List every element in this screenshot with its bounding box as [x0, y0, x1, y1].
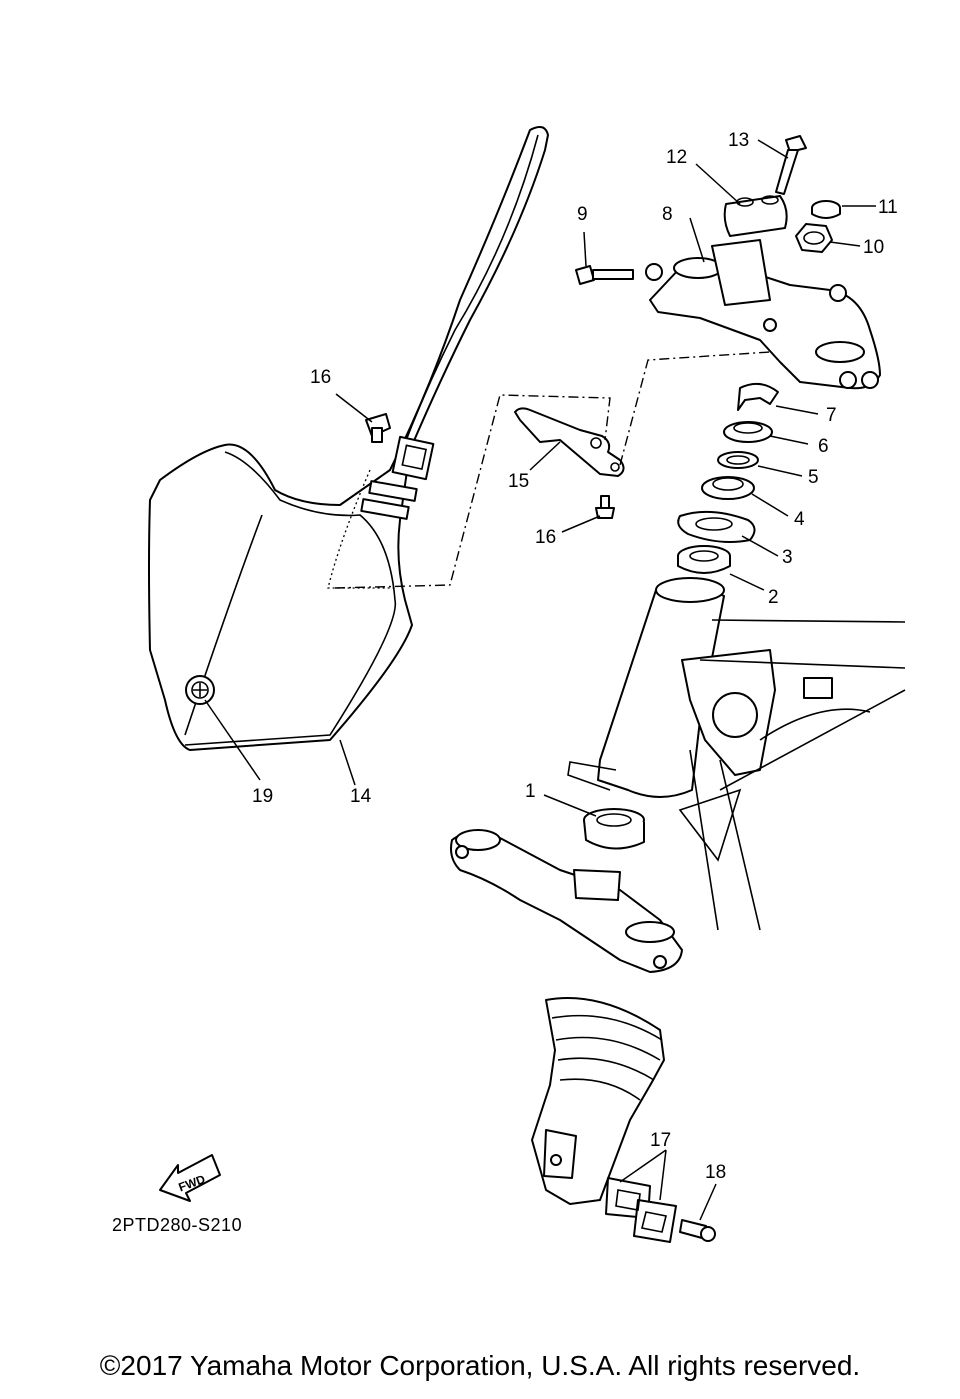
cover-part-3	[677, 510, 756, 543]
callout-15: 15	[508, 471, 529, 492]
callout-18: 18	[705, 1162, 726, 1183]
fork-leg	[531, 997, 665, 1205]
lower-bracket	[450, 829, 683, 973]
callout-2: 2	[768, 587, 779, 608]
hose-clamp-part-17	[605, 1177, 677, 1243]
nut-part-10	[795, 223, 833, 253]
leader-lines	[204, 139, 876, 1221]
callout-10: 10	[863, 237, 884, 258]
upper-bracket-part-8	[649, 239, 881, 390]
copyright-notice: ©2017 Yamaha Motor Corporation, U.S.A. A…	[99, 1350, 861, 1381]
callout-14: 14	[350, 786, 372, 807]
callout-3: 3	[782, 547, 793, 568]
ring-part-7	[737, 382, 779, 411]
ring-nut-part-6	[723, 421, 773, 443]
callout-17: 17	[650, 1130, 671, 1151]
fwd-arrow-icon: FWD	[159, 1154, 221, 1202]
clamp-part-12	[723, 195, 788, 237]
bearing-part-1	[583, 808, 645, 850]
bearing-part-2	[677, 545, 731, 574]
callout-6: 6	[818, 436, 829, 457]
callout-4: 4	[794, 509, 805, 530]
number-plate-part-14	[148, 125, 549, 751]
callout-9: 9	[577, 204, 588, 225]
bolt-part-18	[679, 1219, 716, 1242]
bolt-part-16-upper	[365, 413, 391, 443]
bolt-part-13	[775, 135, 807, 195]
bolt-part-9	[575, 263, 663, 285]
callout-13: 13	[728, 130, 749, 151]
callout-5: 5	[808, 467, 819, 488]
callout-8: 8	[662, 204, 673, 225]
bracket-part-15	[514, 407, 625, 477]
washer-part-5	[717, 451, 759, 469]
ring-nut-part-4	[701, 476, 755, 500]
drawing-code: 2PTD280-S210	[112, 1215, 243, 1235]
cap-part-11	[811, 200, 841, 219]
frame-steering-head	[567, 577, 906, 931]
callout-11: 11	[878, 197, 898, 218]
callout-19: 19	[252, 786, 273, 807]
callout-1: 1	[525, 781, 536, 802]
bolt-part-16-lower	[595, 495, 615, 519]
callout-16-lower: 16	[535, 527, 556, 548]
callout-7: 7	[826, 405, 837, 426]
callout-16-upper: 16	[310, 367, 331, 388]
callout-12: 12	[666, 147, 687, 168]
